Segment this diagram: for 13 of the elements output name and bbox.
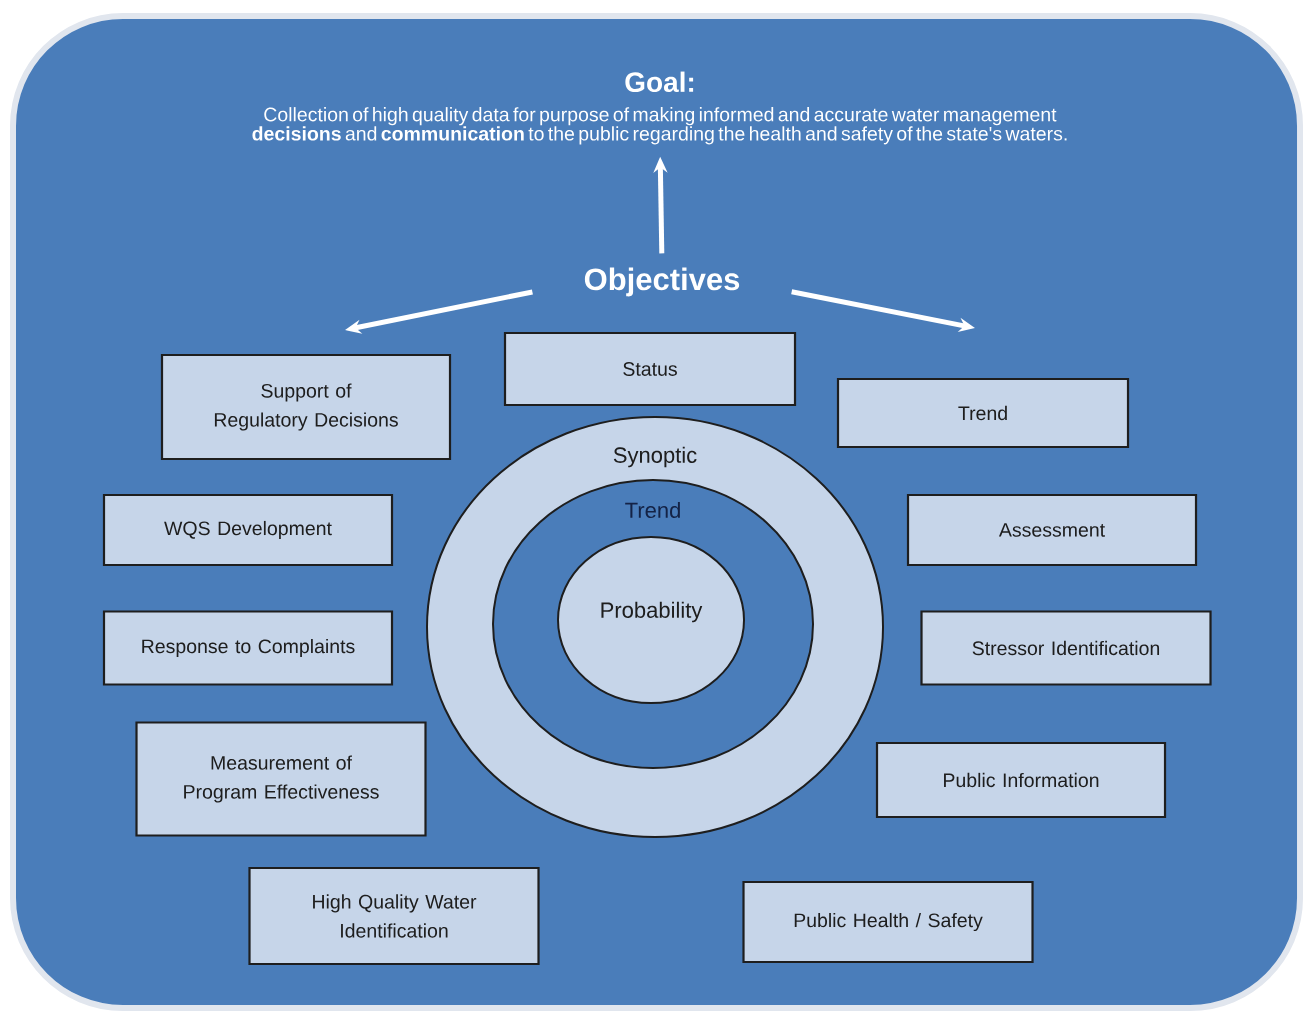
goal-text: Goal: Collection of high quality data for purpose of making informed and accurate water management decisions and communication to the public regarding the health and safety of the state's waters. bbox=[252, 71, 1067, 145]
objective-box: Public Information bbox=[875, 741, 1167, 819]
heading: Objectives bbox=[584, 267, 740, 297]
objective-box: Measurement of Program Effectiveness bbox=[135, 721, 427, 837]
objective-box: High Quality Water Identification bbox=[248, 866, 540, 966]
objective-box: Stressor Identification bbox=[920, 610, 1212, 686]
objective-box: Trend bbox=[836, 377, 1130, 449]
objective-box: Response to Complaints bbox=[102, 610, 394, 686]
objective-box: Assessment bbox=[906, 493, 1198, 567]
objective-box: Public Health / Safety bbox=[742, 880, 1034, 964]
objective-box: WQS Development bbox=[102, 493, 394, 567]
objective-box: Status bbox=[503, 331, 797, 407]
objective-box: Support of Regulatory Decisions bbox=[160, 353, 452, 461]
